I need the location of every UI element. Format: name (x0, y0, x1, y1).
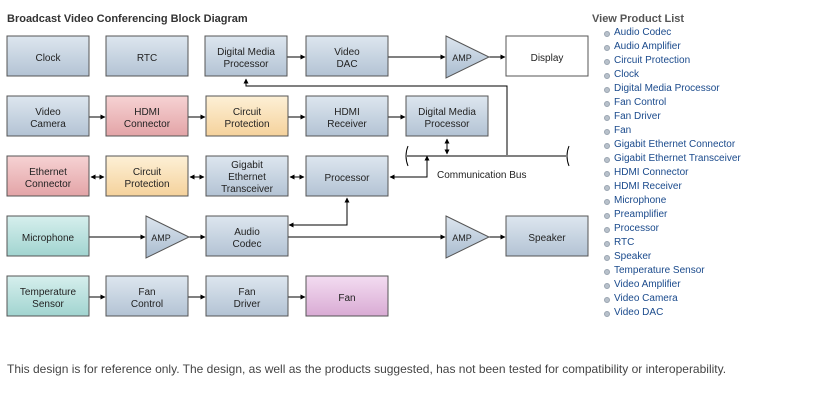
block-rtc: RTC (105, 35, 189, 77)
block-label-line2: Sensor (32, 299, 64, 310)
amp-speaker: AMP (445, 215, 491, 259)
block-circuit-protection-hdmi: Circuit Protection (205, 95, 289, 137)
block-label-line1: Temperature (20, 287, 77, 298)
block-label-line1: Video (334, 47, 360, 58)
product-link[interactable]: Video Camera (602, 292, 741, 306)
product-link[interactable]: HDMI Receiver (602, 180, 741, 194)
product-link[interactable]: Fan Driver (602, 110, 741, 124)
product-link[interactable]: Speaker (602, 250, 741, 264)
product-link[interactable]: Clock (602, 68, 741, 82)
block-ethernet-connector: Ethernet Connector (6, 155, 90, 197)
block-label-line1: Circuit (133, 167, 162, 178)
product-link[interactable]: Processor (602, 222, 741, 236)
block-label: Fan (338, 293, 355, 304)
block-label-line2: Control (131, 299, 163, 310)
amp-microphone: AMP (145, 215, 191, 259)
block-label-line2: Camera (30, 119, 66, 130)
block-label: RTC (137, 53, 157, 64)
block-clock: Clock (6, 35, 90, 77)
amp-label: AMP (452, 233, 472, 243)
product-link[interactable]: Video DAC (602, 306, 741, 320)
block-label-line2: Connector (25, 179, 72, 190)
block-label-line2: Ethernet (228, 172, 266, 183)
block-processor: Processor (305, 155, 389, 197)
block-fan-control: Fan Control (105, 275, 189, 317)
amp-label: AMP (151, 233, 171, 243)
block-hdmi-connector: HDMI Connector (105, 95, 189, 137)
block-label-line1: HDMI (134, 107, 160, 118)
block-display: Display (505, 35, 589, 77)
block-hdmi-receiver: HDMI Receiver (305, 95, 389, 137)
block-diagram: Clock RTC Digital Media Processor Video … (6, 35, 589, 317)
communication-bus-label: Communication Bus (437, 170, 526, 181)
product-link[interactable]: Temperature Sensor (602, 264, 741, 278)
block-label-line1: HDMI (334, 107, 360, 118)
bus-break-right (566, 145, 570, 167)
block-label-line3: Transceiver (221, 184, 274, 195)
block-video-camera: Video Camera (6, 95, 90, 137)
block-label-line2: Protection (224, 119, 269, 130)
block-label: Clock (35, 53, 61, 64)
bus-break-left (405, 145, 409, 167)
block-digital-media-processor-top: Digital Media Processor (204, 35, 288, 77)
product-list-heading: View Product List (592, 13, 685, 25)
product-link[interactable]: Preamplifier (602, 208, 741, 222)
product-link[interactable]: Gigabit Ethernet Transceiver (602, 152, 741, 166)
block-fan: Fan (305, 275, 389, 317)
product-link[interactable]: Fan Control (602, 96, 741, 110)
block-label-line1: Circuit (233, 107, 262, 118)
product-link[interactable]: Video Amplifier (602, 278, 741, 292)
block-label-line2: Codec (233, 239, 262, 250)
block-label-line1: Fan (138, 287, 155, 298)
product-link[interactable]: Gigabit Ethernet Connector (602, 138, 741, 152)
block-video-dac: Video DAC (305, 35, 389, 77)
block-digital-media-processor-mid: Digital Media Processor (405, 95, 489, 137)
product-link[interactable]: Audio Amplifier (602, 40, 741, 54)
block-label-line1: Video (35, 107, 61, 118)
block-label: Microphone (22, 233, 75, 244)
block-label-line2: Connector (124, 119, 171, 130)
block-label-line2: Processor (223, 59, 269, 70)
block-label: Speaker (528, 233, 566, 244)
block-label-line2: DAC (336, 59, 357, 70)
arrow-processor-to-codec (288, 197, 350, 228)
arrow-bus-to-top-dmp (243, 78, 508, 155)
block-label: Processor (324, 173, 370, 184)
block-temperature-sensor: Temperature Sensor (6, 275, 90, 317)
block-circuit-protection-ethernet: Circuit Protection (105, 155, 189, 197)
block-label-line1: Digital Media (217, 47, 275, 58)
block-label-line2: Protection (124, 179, 169, 190)
block-label-line1: Ethernet (29, 167, 67, 178)
block-fan-driver: Fan Driver (205, 275, 289, 317)
product-link[interactable]: HDMI Connector (602, 166, 741, 180)
block-gigabit-ethernet-transceiver: Gigabit Ethernet Transceiver (205, 155, 289, 197)
block-audio-codec: Audio Codec (205, 215, 289, 257)
block-label: Display (531, 53, 564, 64)
block-label-line2: Receiver (327, 119, 367, 130)
block-label-line2: Processor (424, 119, 470, 130)
connector-lines (89, 54, 570, 300)
block-label-line1: Audio (234, 227, 260, 238)
block-speaker: Speaker (505, 215, 589, 257)
arrow-bus-to-processor (389, 155, 430, 180)
product-link[interactable]: RTC (602, 236, 741, 250)
product-link[interactable]: Fan (602, 124, 741, 138)
product-link[interactable]: Microphone (602, 194, 741, 208)
disclaimer-text: This design is for reference only. The d… (7, 362, 727, 376)
block-label-line1: Digital Media (418, 107, 476, 118)
product-link[interactable]: Digital Media Processor (602, 82, 741, 96)
diagram-title: Broadcast Video Conferencing Block Diagr… (7, 13, 248, 25)
product-link[interactable]: Audio Codec (602, 26, 741, 40)
block-label-line2: Driver (234, 299, 261, 310)
product-link[interactable]: Circuit Protection (602, 54, 741, 68)
amp-label: AMP (452, 53, 472, 63)
block-microphone: Microphone (6, 215, 90, 257)
amp-video: AMP (445, 35, 491, 79)
block-label-line1: Fan (238, 287, 255, 298)
block-label-line1: Gigabit (231, 160, 263, 171)
